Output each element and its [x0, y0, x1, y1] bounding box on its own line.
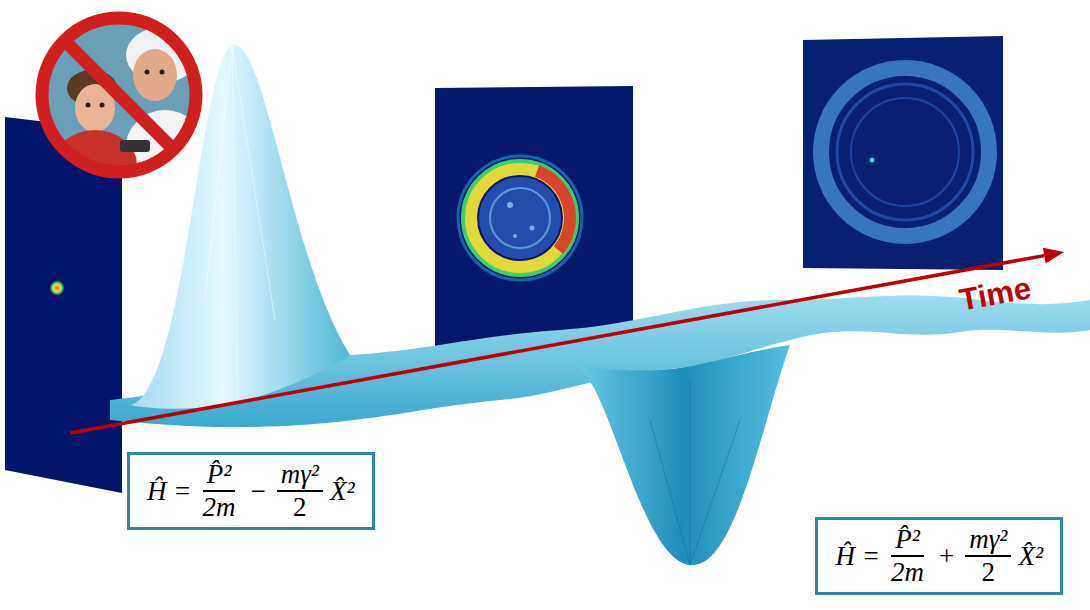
- time-arrow: [70, 256, 1044, 433]
- wave-trough: [575, 345, 790, 565]
- equation-term: mγ²: [965, 524, 1011, 557]
- equation-term: mγ²: [277, 459, 323, 492]
- equation-term: −: [250, 476, 265, 507]
- prohibition-ring: [42, 18, 196, 172]
- cartoon-eye: [145, 70, 150, 75]
- ring-band: [471, 169, 569, 267]
- screen-panel: [803, 36, 1003, 270]
- equation-term: 2: [978, 557, 1000, 588]
- fraction: P̂²2m: [887, 524, 928, 588]
- wavepacket-spot: [49, 280, 65, 296]
- ring-core: [479, 177, 561, 259]
- fraction: mγ²2: [277, 459, 323, 523]
- speckle: [513, 234, 517, 238]
- ring-band: [821, 68, 989, 236]
- ring-fringe: [851, 98, 959, 206]
- speckle: [530, 226, 535, 231]
- equation-term: Ĥ =: [147, 476, 191, 507]
- equation-term: 2m: [198, 492, 239, 523]
- equation-box: Ĥ =P̂²2m−mγ²2X̂²: [127, 452, 375, 530]
- arrow-head: [1043, 248, 1064, 264]
- speckle: [870, 158, 875, 163]
- equation-term: +: [939, 541, 954, 572]
- screen-panel: [435, 86, 633, 360]
- equation-term: X̂²: [330, 476, 355, 507]
- surface-facets: [650, 380, 740, 565]
- cartoon-watch: [120, 140, 150, 152]
- fraction: mγ²2: [965, 524, 1011, 588]
- equation-term: Ĥ =: [835, 541, 879, 572]
- ring-outer: [464, 162, 576, 274]
- cartoon: [40, 15, 205, 200]
- equation-box: Ĥ = P̂²2m + mγ²2 X̂²: [815, 517, 1063, 595]
- prohibition-slash: [65, 41, 173, 149]
- equation-term: P̂²: [891, 524, 924, 557]
- fraction: P̂²2m: [198, 459, 239, 523]
- ring-fringe: [490, 188, 550, 248]
- ring-halo: [458, 156, 582, 280]
- equation-term: 2m: [887, 557, 928, 588]
- cartoon-eye: [100, 103, 105, 108]
- ring-fringe: [837, 84, 973, 220]
- equation-term: 2: [289, 492, 311, 523]
- surface-facets: [205, 45, 275, 400]
- equation-term: P̂²: [203, 459, 236, 492]
- cartoon-eye: [160, 70, 165, 75]
- speckle: [507, 202, 513, 208]
- equation-term: X̂²: [1018, 541, 1043, 572]
- cartoon-eye: [86, 103, 91, 108]
- cartoon-face: [133, 49, 177, 101]
